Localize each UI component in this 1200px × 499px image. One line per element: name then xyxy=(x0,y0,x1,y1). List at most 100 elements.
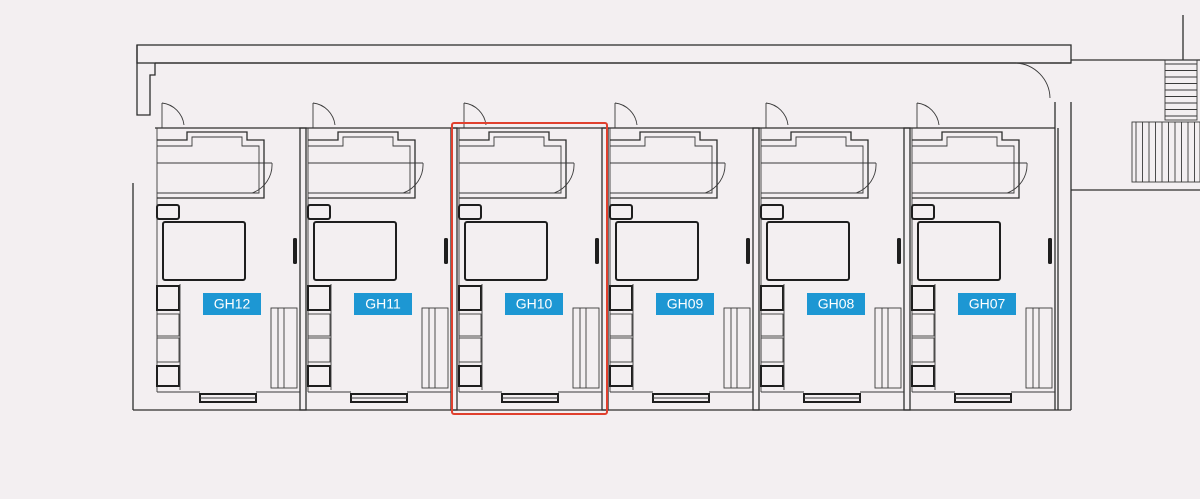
storage-unit xyxy=(760,285,784,311)
storage-unit xyxy=(760,337,784,363)
room-row: GH12 GH11 GH10 GH09 GH08 GH07 xyxy=(156,102,1059,411)
bathroom-door-swing xyxy=(459,162,575,194)
storage-unit xyxy=(609,337,633,363)
wall-mirror xyxy=(1048,238,1052,264)
storage-unit xyxy=(458,313,482,337)
bathroom-wall xyxy=(459,131,567,199)
bathroom-wall-inner xyxy=(459,136,562,194)
storage-unit xyxy=(307,337,331,363)
bathroom-wall-inner xyxy=(308,136,411,194)
bedside-cabinet xyxy=(458,204,482,220)
bed xyxy=(313,221,397,281)
wall-mirror xyxy=(897,238,901,264)
entrance-door-swing xyxy=(312,102,336,128)
bathroom-wall-inner xyxy=(761,136,864,194)
bathroom-wall-inner xyxy=(912,136,1015,194)
roof-edge xyxy=(136,44,1072,64)
storage-unit xyxy=(760,313,784,337)
bedside-cabinet xyxy=(156,204,180,220)
storage-unit xyxy=(307,313,331,337)
bathroom-wall-inner xyxy=(610,136,713,194)
bathroom-door-swing xyxy=(912,162,1028,194)
bathroom-door-swing xyxy=(308,162,424,194)
room-label-badge[interactable]: GH07 xyxy=(958,293,1016,315)
stair-flight-lower xyxy=(1131,121,1200,183)
room-label-badge[interactable]: GH09 xyxy=(656,293,714,315)
room-label-badge[interactable]: GH11 xyxy=(354,293,412,315)
party-wall xyxy=(903,127,911,411)
storage-unit xyxy=(156,365,180,387)
party-wall xyxy=(752,127,760,411)
entrance-door-swing xyxy=(916,102,940,128)
storage-unit xyxy=(911,337,935,363)
corridor-door-swing xyxy=(1015,62,1051,99)
storage-unit xyxy=(911,285,935,311)
bedside-cabinet xyxy=(911,204,935,220)
entrance-door-swing xyxy=(463,102,487,128)
bathroom-wall xyxy=(157,131,265,199)
party-wall xyxy=(299,127,307,411)
room-label-background xyxy=(958,293,1016,315)
bathroom-wall xyxy=(912,131,1020,199)
storage-unit xyxy=(307,365,331,387)
storage-unit xyxy=(458,337,482,363)
storage-unit xyxy=(911,313,935,337)
storage-unit xyxy=(609,285,633,311)
room-label[interactable]: GH12 xyxy=(214,296,251,312)
wall-mirror xyxy=(746,238,750,264)
storage-unit xyxy=(609,313,633,337)
storage-unit xyxy=(156,313,180,337)
bedside-cabinet xyxy=(307,204,331,220)
selected-room-outline xyxy=(451,122,608,415)
storage-unit xyxy=(156,337,180,363)
room-label-background xyxy=(505,293,563,315)
room-label[interactable]: GH09 xyxy=(667,296,704,312)
bathroom-door-swing xyxy=(761,162,877,194)
room-gh12[interactable]: GH12 xyxy=(156,102,307,411)
wall-mirror xyxy=(293,238,297,264)
storage-unit xyxy=(609,365,633,387)
bathroom-wall-inner xyxy=(157,136,260,194)
room-label-background xyxy=(203,293,261,315)
storage-unit xyxy=(307,285,331,311)
corridor-wall-left xyxy=(136,45,156,116)
room-label-badge[interactable]: GH10 xyxy=(505,293,563,315)
room-gh10[interactable]: GH10 xyxy=(458,102,609,411)
wall-mirror xyxy=(444,238,448,264)
room-gh11[interactable]: GH11 xyxy=(307,102,458,411)
bathroom-wall xyxy=(761,131,869,199)
wall-mirror xyxy=(595,238,599,264)
room-label[interactable]: GH10 xyxy=(516,296,553,312)
bed xyxy=(615,221,699,281)
room-label[interactable]: GH08 xyxy=(818,296,855,312)
room-label[interactable]: GH11 xyxy=(365,296,401,312)
room-label-background xyxy=(807,293,865,315)
room-label[interactable]: GH07 xyxy=(969,296,1006,312)
storage-unit xyxy=(458,365,482,387)
entrance-door-swing xyxy=(614,102,638,128)
room-label-background xyxy=(656,293,714,315)
room-gh08[interactable]: GH08 xyxy=(760,102,911,411)
entrance-door-swing xyxy=(161,102,185,128)
stair-treads xyxy=(1135,63,1197,182)
bed xyxy=(162,221,246,281)
bed xyxy=(464,221,548,281)
bedside-cabinet xyxy=(609,204,633,220)
bed xyxy=(766,221,850,281)
stairwell xyxy=(1071,15,1200,191)
storage-unit xyxy=(156,285,180,311)
room-gh07[interactable]: GH07 xyxy=(911,102,1059,410)
bathroom-door-swing xyxy=(610,162,726,194)
bathroom-wall xyxy=(308,131,416,199)
bathroom-door-swing xyxy=(157,162,273,194)
storage-unit xyxy=(911,365,935,387)
bathroom-wall xyxy=(610,131,718,199)
room-label-badge[interactable]: GH12 xyxy=(203,293,261,315)
room-label-badge[interactable]: GH08 xyxy=(807,293,865,315)
room-gh09[interactable]: GH09 xyxy=(609,102,760,411)
storage-unit xyxy=(458,285,482,311)
bedside-cabinet xyxy=(760,204,784,220)
entrance-door-swing xyxy=(765,102,789,128)
